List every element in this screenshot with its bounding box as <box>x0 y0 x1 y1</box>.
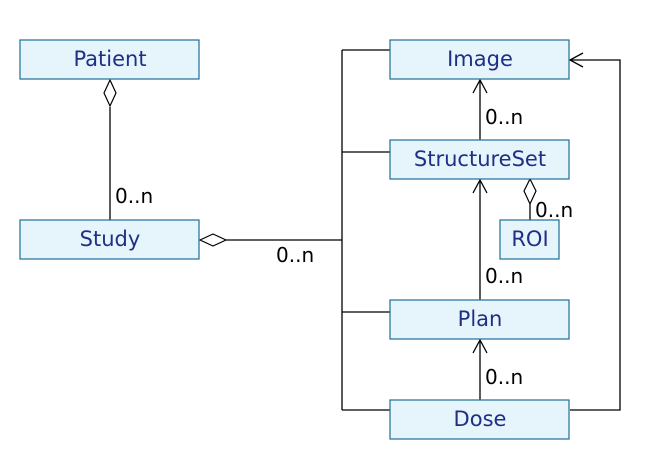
class-study: Study <box>19 219 200 260</box>
class-roi: ROI <box>499 219 560 260</box>
dose-plan-arrowhead <box>472 338 488 354</box>
study-aggregation-diamond <box>198 233 228 247</box>
multiplicity-study-bus: 0..n <box>276 243 314 267</box>
class-image: Image <box>389 39 570 80</box>
multiplicity-labels: 0..n 0..n 0..n 0..n 0..n 0..n <box>115 105 573 389</box>
plan-structureset-arrowhead <box>472 178 488 194</box>
connectors <box>103 49 621 411</box>
class-structureset: StructureSet <box>389 139 570 180</box>
class-dose: Dose <box>389 399 570 440</box>
class-dose-label: Dose <box>454 407 507 431</box>
class-image-label: Image <box>447 47 513 71</box>
class-study-label: Study <box>80 227 141 251</box>
class-plan-label: Plan <box>458 307 503 331</box>
multiplicity-structureset-roi: 0..n <box>535 198 573 222</box>
class-patient-label: Patient <box>73 47 146 71</box>
multiplicity-plan-dose: 0..n <box>485 365 523 389</box>
multiplicity-structureset-plan: 0..n <box>485 264 523 288</box>
class-structureset-label: StructureSet <box>414 147 546 171</box>
dose-image-line <box>570 59 621 411</box>
class-roi-label: ROI <box>511 227 548 251</box>
class-plan: Plan <box>389 299 570 340</box>
class-patient: Patient <box>19 39 200 80</box>
patient-aggregation-diamond <box>103 78 117 108</box>
multiplicity-patient-study: 0..n <box>115 184 153 208</box>
dose-image-arrowhead <box>568 52 584 68</box>
structureset-image-arrowhead <box>472 78 488 94</box>
structureset-aggregation-diamond <box>523 177 537 206</box>
multiplicity-image-structureset: 0..n <box>485 105 523 129</box>
